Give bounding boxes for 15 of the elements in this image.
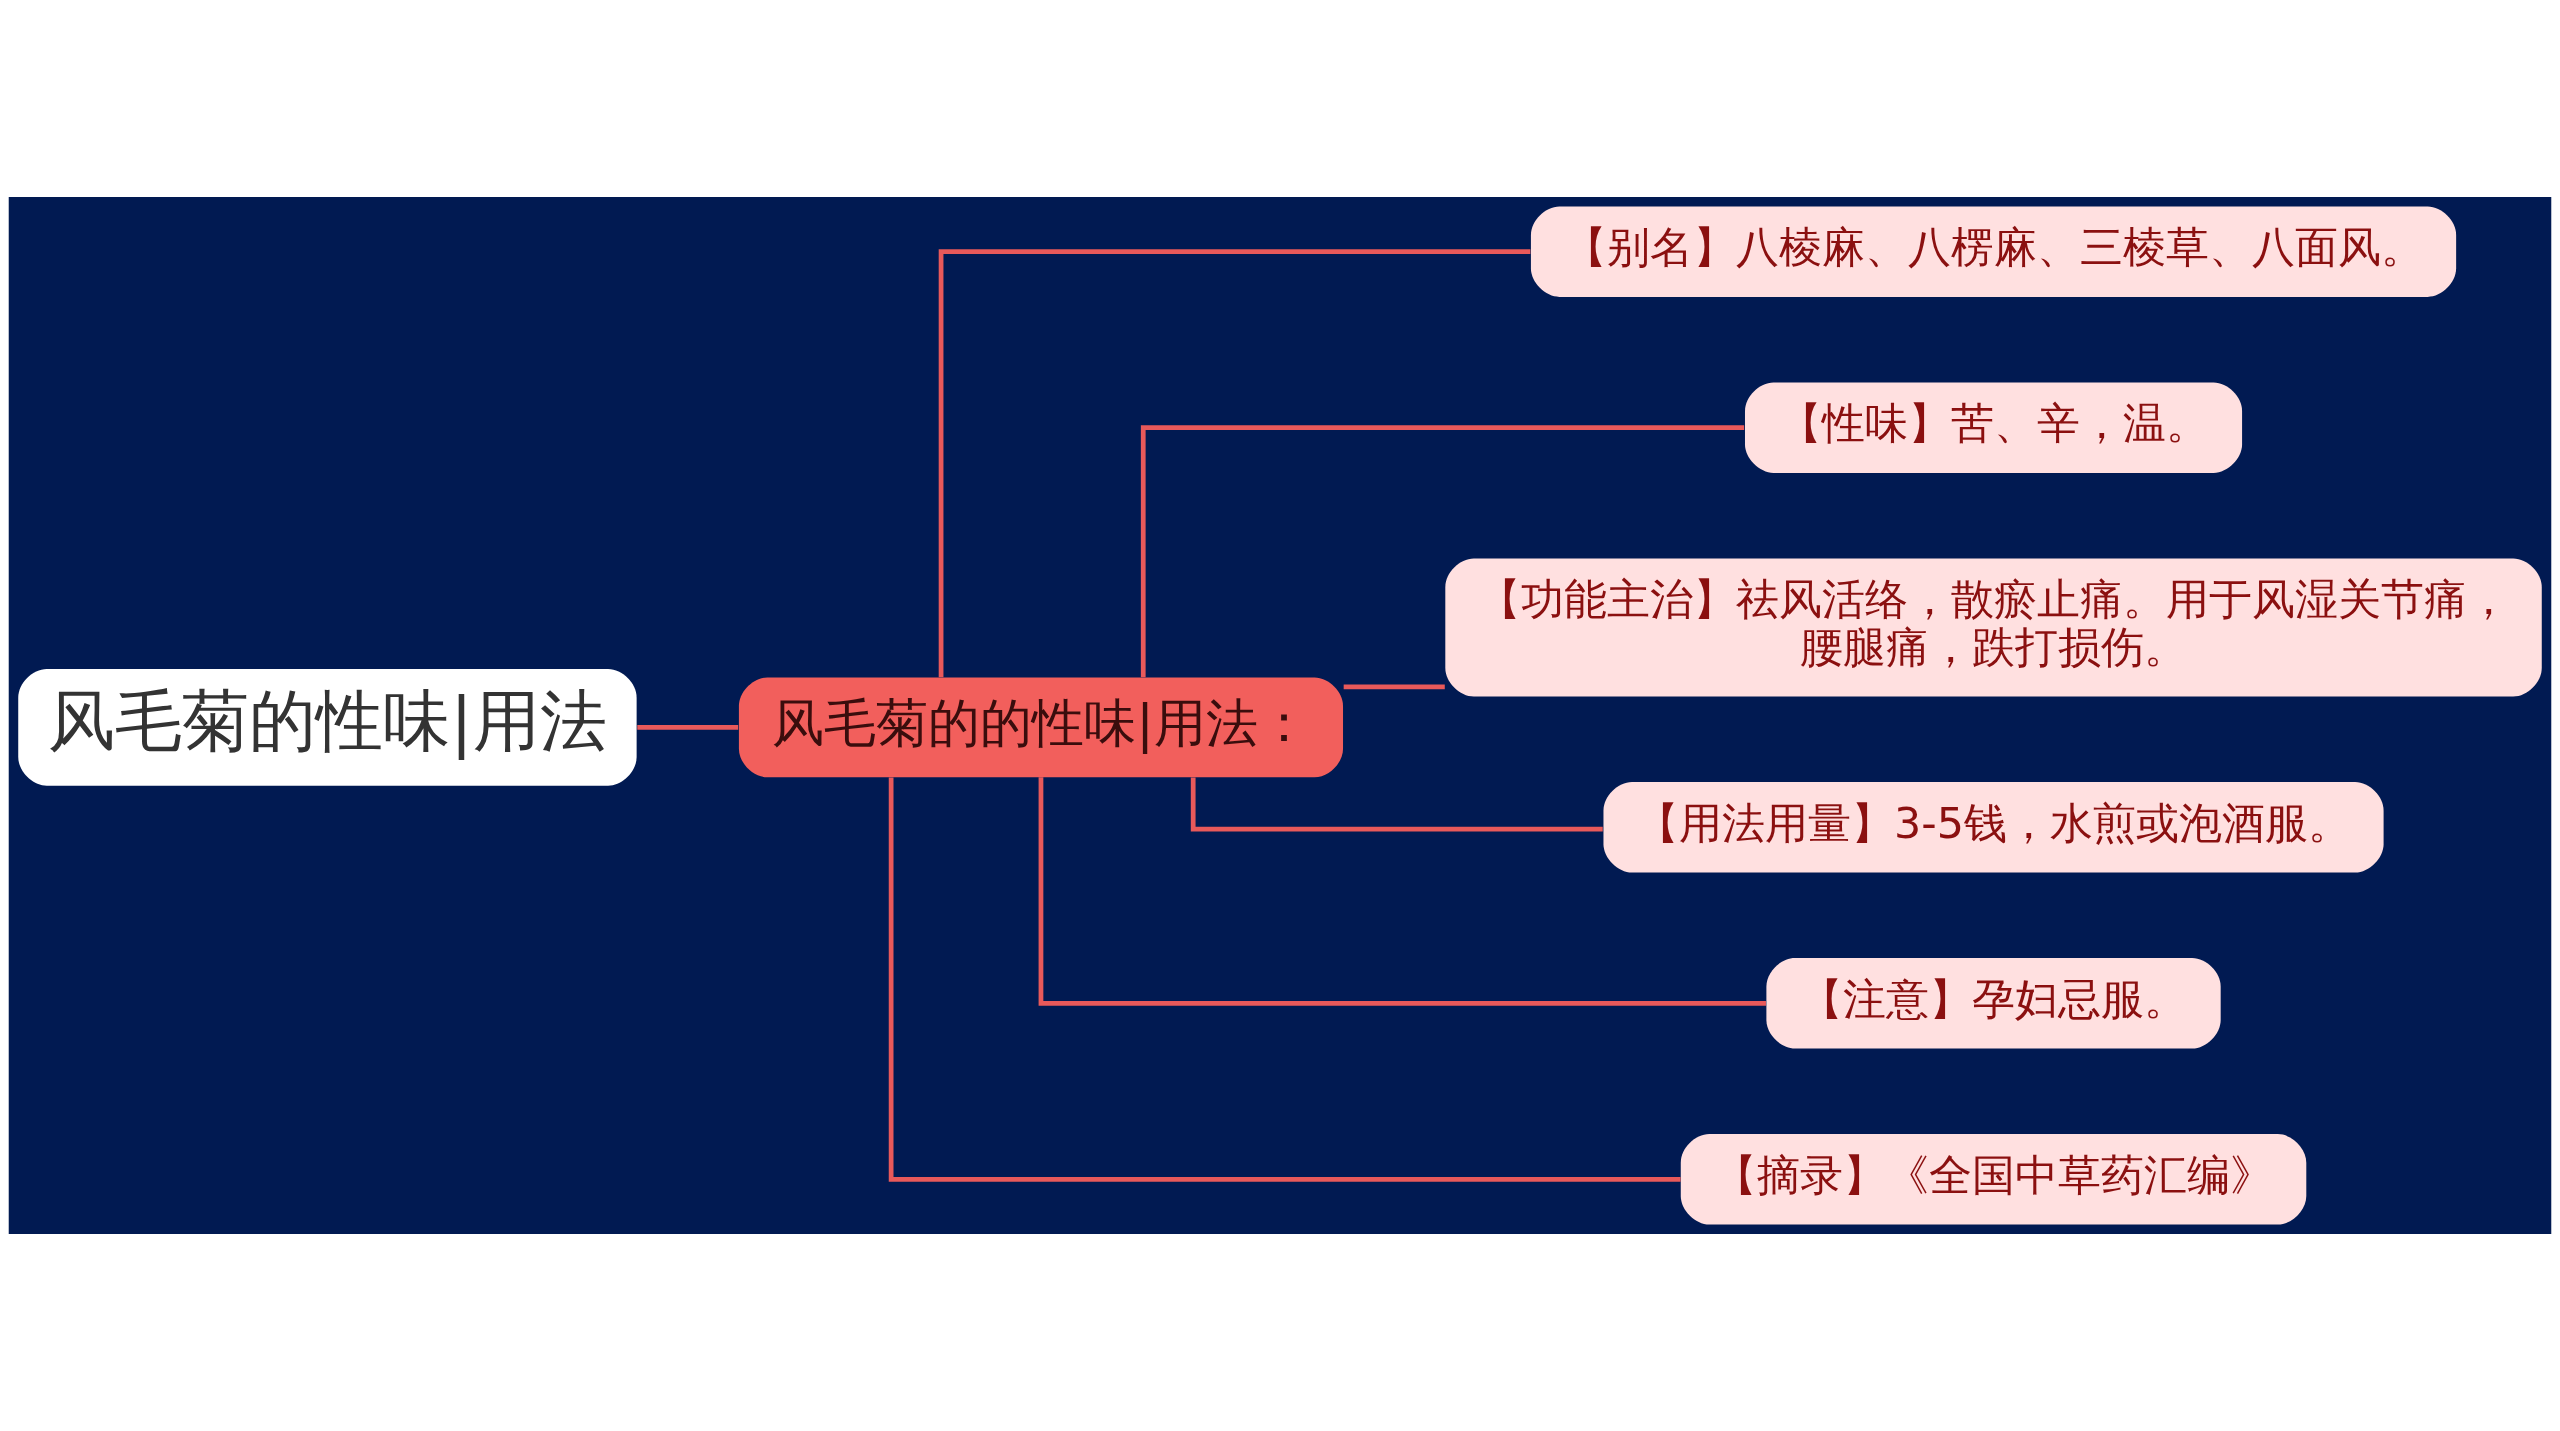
connector: [1343, 684, 1445, 690]
connector: [1140, 425, 1745, 678]
connector: [637, 725, 739, 730]
node-box: 【摘录】《全国中草药汇编》: [1680, 1134, 2307, 1225]
node-box: 【用法用量】3-5钱，水煎或泡酒服。: [1603, 782, 2384, 873]
node-box: 【注意】孕妇忌服。: [1766, 958, 2221, 1049]
node-box: 【性味】苦、辛，温。: [1745, 382, 2243, 473]
connector: [938, 249, 1531, 678]
connector: [888, 777, 1681, 1182]
node-box: 【别名】八棱麻、八楞麻、三棱草、八面风。: [1530, 206, 2457, 297]
connector: [1190, 777, 1603, 832]
node-box: 风毛菊的性味|用法: [18, 669, 637, 786]
node-box: 【功能主治】祛风活络，散瘀止痛。用于风湿关节痛，腰腿痛，跌打损伤。: [1445, 558, 2542, 697]
connector: [1038, 777, 1766, 1006]
node-box: 风毛菊的的性味|用法：: [738, 677, 1344, 778]
